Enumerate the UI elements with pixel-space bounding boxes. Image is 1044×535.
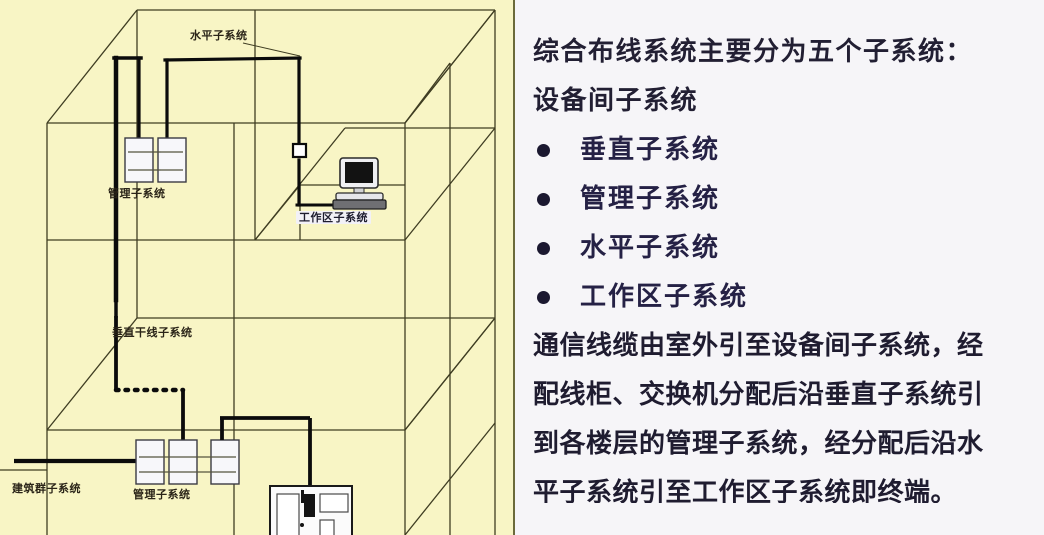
paragraph-line-4: 平子系统引至工作区子系统即终端。 — [533, 478, 958, 503]
bullet-label: 垂直子系统 — [580, 135, 721, 165]
desktop-computer-icon — [332, 157, 387, 210]
diagram-label-vertical-backbone: 垂直干线子系统 — [112, 326, 193, 339]
paragraph-line-1: 通信线缆由室外引至设备间子系统，经 — [533, 331, 984, 361]
bullet-item-vertical: 垂直子系统 — [533, 126, 1026, 175]
bullet-item-work-area: 工作区子系统 — [533, 273, 1026, 322]
bullet-item-management: 管理子系统 — [533, 175, 1026, 224]
bullet-dot-icon — [537, 193, 550, 206]
bullet-label: 管理子系统 — [580, 184, 721, 214]
diagram-label-horizontal: 水平子系统 — [190, 29, 248, 42]
building-wireframe — [0, 9, 496, 535]
paragraph-line-2: 配线柜、交换机分配后沿垂直子系统引 — [533, 380, 984, 410]
diagram-label-management-upper: 管理子系统 — [108, 187, 166, 200]
intro-line-2: 设备间子系统 — [533, 86, 699, 116]
backbone-dotted-segment — [113, 316, 186, 440]
explanatory-text-panel: 综合布线系统主要分为五个子系统： 设备间子系统 垂直子系统 管理子系统 水平子系… — [515, 0, 1044, 535]
paragraph-line-3: 到各楼层的管理子系统，经分配后沿水 — [533, 429, 984, 459]
patch-panel-group-lower — [135, 439, 240, 485]
bullet-dot-icon — [537, 144, 550, 157]
label-leader-line — [242, 42, 301, 57]
intro-line-1: 综合布线系统主要分为五个子系统： — [533, 37, 974, 67]
diagram-label-campus: 建筑群子系统 — [12, 482, 81, 495]
server-cabinet-icon — [269, 485, 353, 535]
bullet-dot-icon — [537, 291, 550, 304]
horizontal-subsystem-run — [163, 56, 302, 62]
building-wireframe-svg — [0, 9, 496, 535]
bullet-label: 水平子系统 — [580, 233, 721, 263]
bullet-item-horizontal: 水平子系统 — [533, 224, 1026, 273]
wall-outlet-icon — [291, 142, 308, 159]
patch-panel-group-upper — [124, 137, 187, 183]
bullet-label: 工作区子系统 — [580, 282, 749, 312]
cabling-system-diagram: 水平子系统 管理子系统 工作区子系统 垂直干线子系统 建筑群子系统 管理子系统 — [0, 0, 515, 535]
diagram-label-work-area: 工作区子系统 — [296, 211, 371, 224]
diagram-label-management-lower: 管理子系统 — [133, 488, 191, 501]
bullet-dot-icon — [537, 242, 550, 255]
